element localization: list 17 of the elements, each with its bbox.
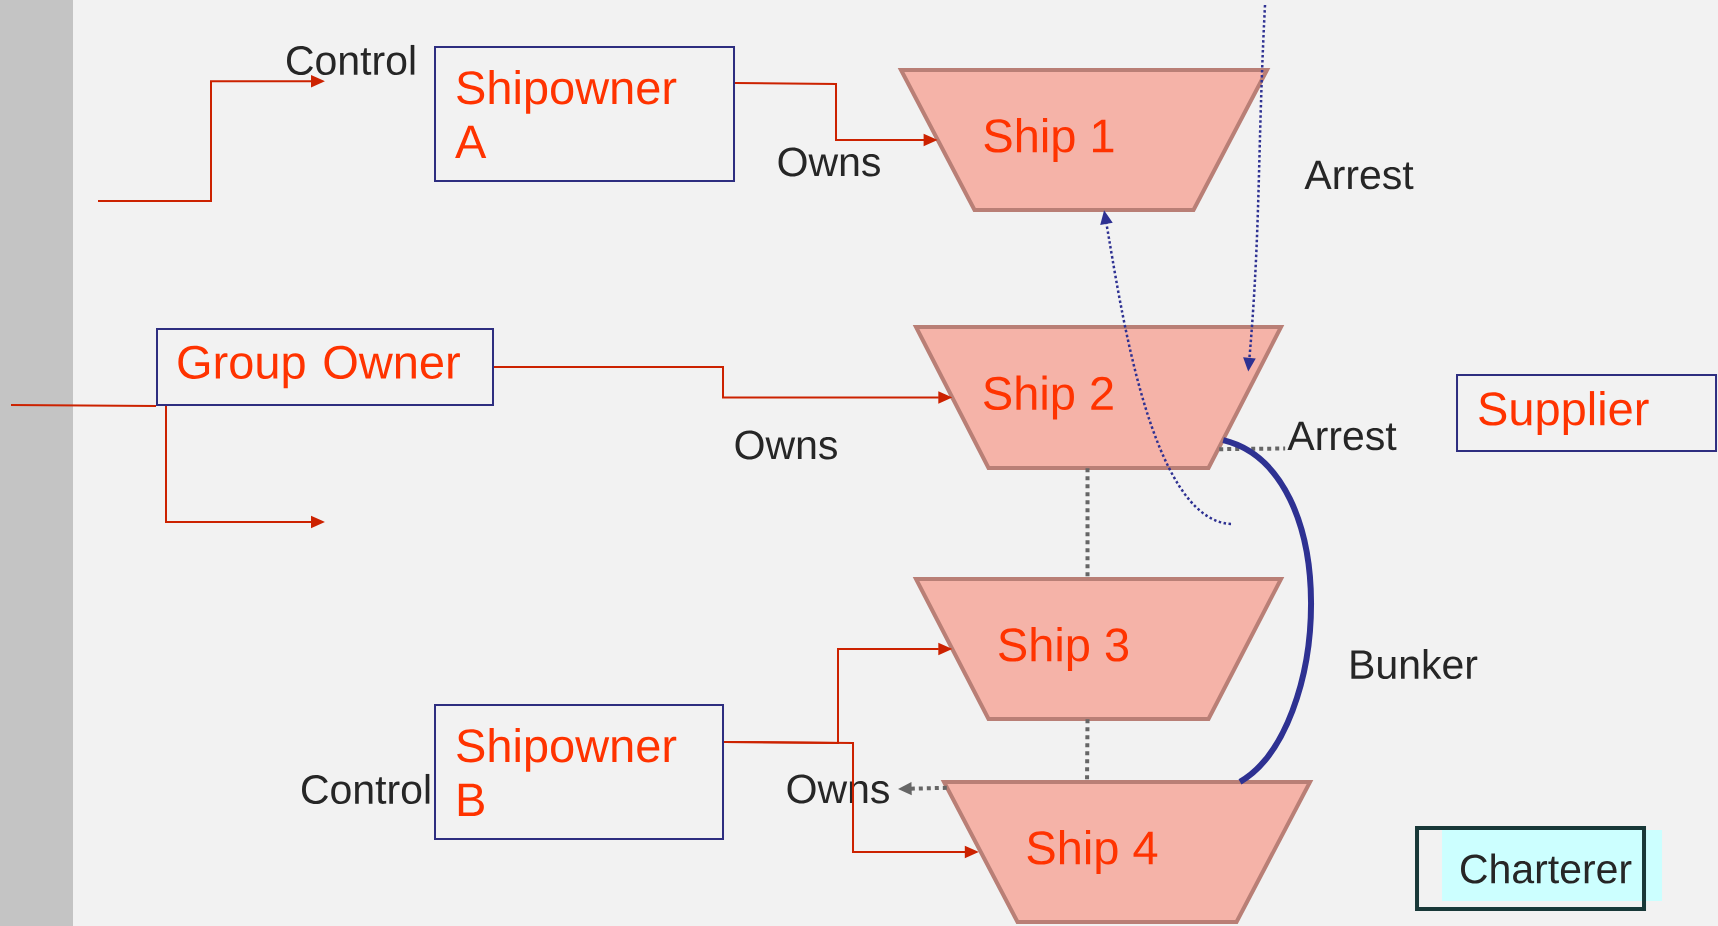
edge-label: Owns [731,428,841,462]
annotation-label: Arrest [1304,160,1414,190]
annotation-label: Bunker [1351,648,1478,680]
annotation-label: Control [287,44,415,76]
connector-line [1085,719,1090,782]
party-box: Charterer [1415,826,1662,911]
party-box: Shipowner B [434,704,724,840]
party-box: Shipowner A [434,46,735,182]
connector-line [1085,468,1090,579]
annotation-label: Arrest [1287,421,1397,451]
connector-line [1219,446,1286,452]
party-box: Group Owner [156,328,494,406]
connector-line [10,404,157,407]
party-box: Supplier [1456,374,1717,452]
edge-label: Owns [774,145,884,179]
connector-line [1222,437,1314,785]
annotation-label: Control [302,773,430,805]
